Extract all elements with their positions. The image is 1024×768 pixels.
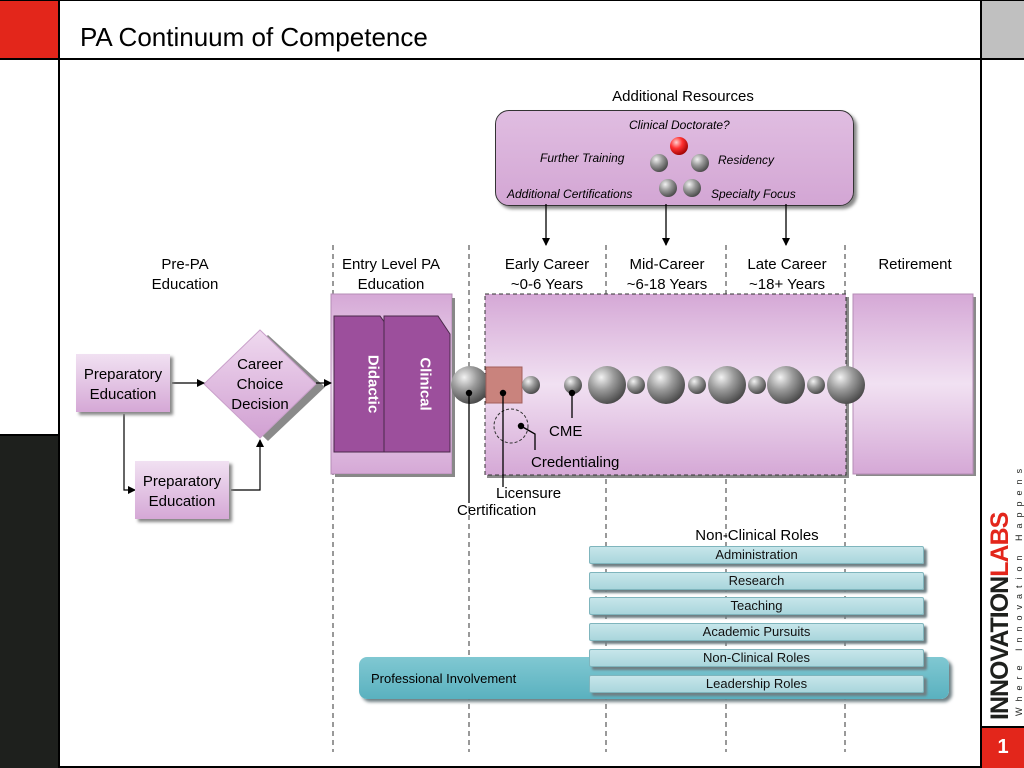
didactic-label: Didactic [364,354,382,414]
non-clinical-heading: Non-Clinical Roles [695,527,819,544]
career-choice-label: Career Choice Decision [231,356,289,413]
further-training-label: Further Training [540,151,625,165]
frame-right-red [982,728,1024,768]
role-research: Research [589,572,924,590]
frame-right-gray [982,0,1024,58]
clinical-label: Clinical [416,357,434,411]
frame-left-red [0,0,58,58]
preparatory-education-label-2: Preparatory Education [142,473,222,510]
slide-title: PA Continuum of Competence [80,22,428,52]
credentialing-label: Credentialing [531,454,620,471]
specialty-focus-label: Specialty Focus [711,187,796,201]
stage-pre-pa: Pre-PA Education [151,256,219,293]
role-academic-pursuits: Academic Pursuits [589,623,924,641]
stage-retirement: Retirement [878,256,952,273]
further-training-sphere [650,154,668,172]
licensure-label: Licensure [496,485,562,502]
role-administration: Administration [589,546,924,564]
additional-certifications-label: Additional Certifications [507,187,633,201]
role-leadership: Leadership Roles [589,675,924,693]
preparatory-education-box-2: Preparatory Education [135,461,229,519]
frame-left-dark [0,436,58,768]
residency-sphere [691,154,709,172]
stage-early-career: Early Career ~0-6 Years [504,256,590,293]
clinical-doctorate-label: Clinical Doctorate? [629,118,730,132]
role-teaching: Teaching [589,597,924,615]
certifications-sphere [659,179,677,197]
page-number: 1 [997,736,1009,758]
stage-entry-level: Entry Level PA Education [341,256,441,293]
role-non-clinical: Non-Clinical Roles [589,649,924,667]
cme-label: CME [549,423,583,440]
preparatory-education-label-1: Preparatory Education [83,366,163,403]
preparatory-education-box-1: Preparatory Education [76,354,170,412]
clinical-doctorate-sphere [670,137,688,155]
certification-label: Certification [457,502,537,519]
professional-involvement-label: Professional Involvement [371,671,517,686]
residency-label: Residency [718,153,775,167]
career-choice-diamond [203,329,317,439]
stage-mid-career: Mid-Career ~6-18 Years [626,256,708,293]
specialty-sphere [683,179,701,197]
credentialing-block [485,366,523,404]
stage-late-career: Late Career ~18+ Years [747,256,827,293]
resources-heading: Additional Resources [612,88,754,105]
